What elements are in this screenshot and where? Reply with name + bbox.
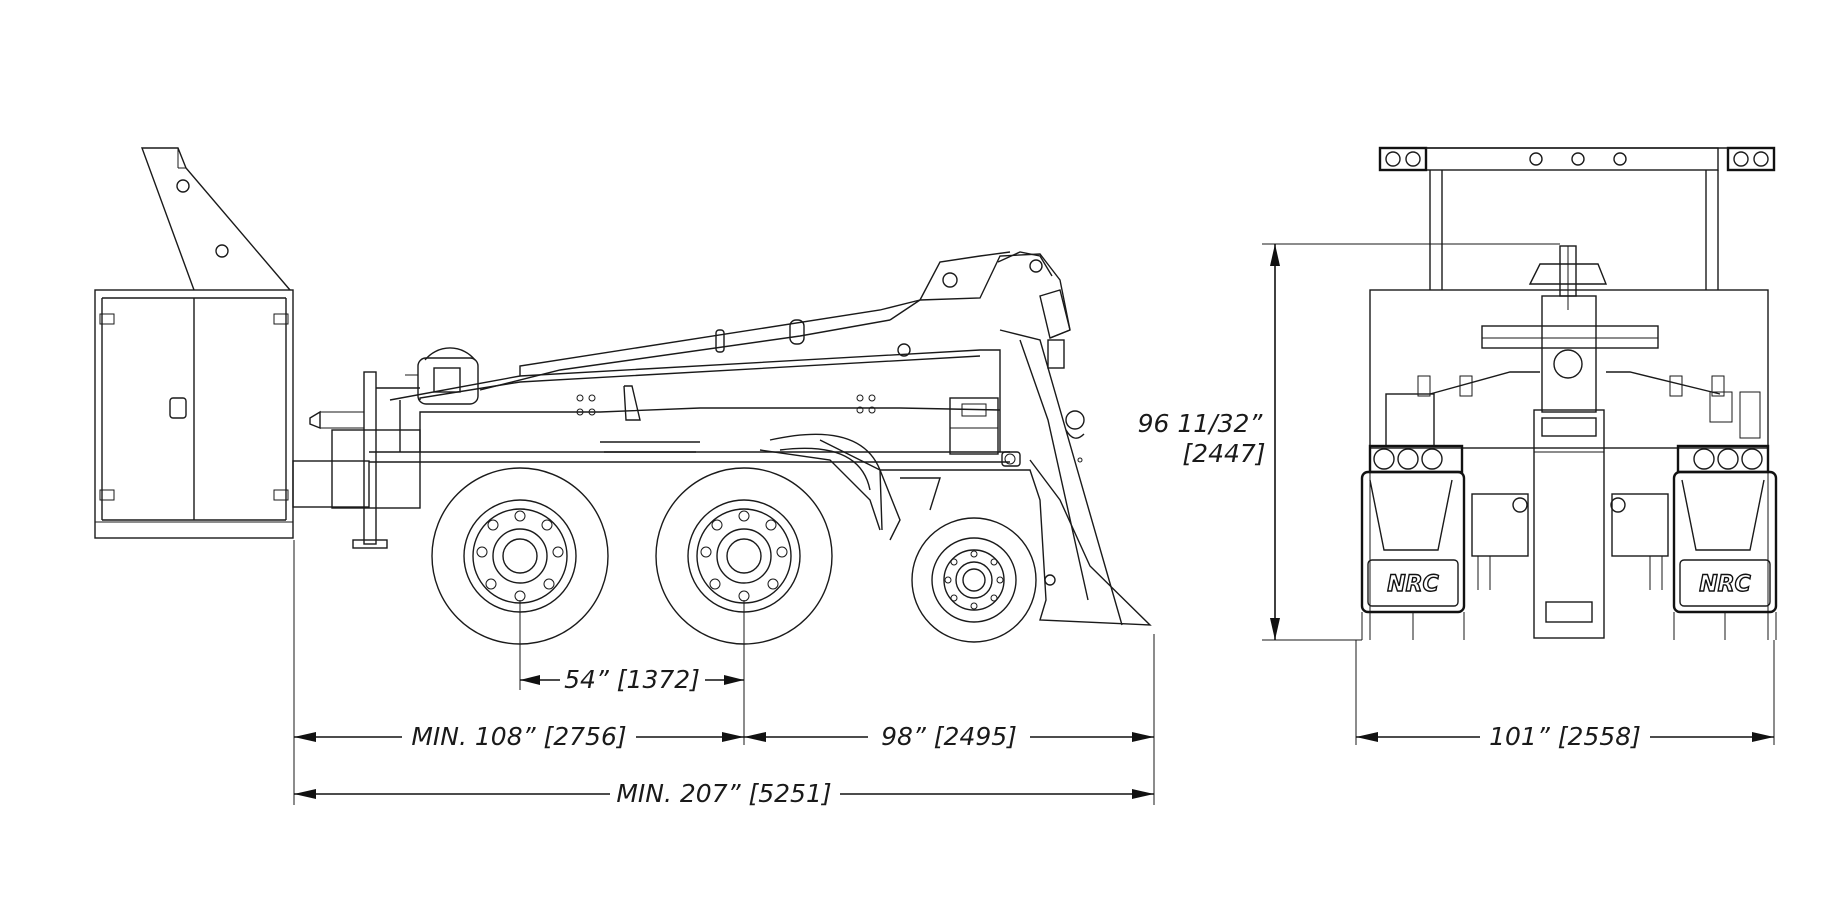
control-box [949,397,1021,467]
wrecker-arm [889,251,1123,626]
rear-dimensions: 96 11/32” [2447] 101” [2558] [1138,243,1775,751]
boom-head [1481,245,1659,639]
rear-side-components [1385,371,1761,590]
stiff-leg [309,371,420,549]
boom-body [389,299,1001,453]
left-mudflap-logo: NRC [1387,572,1439,597]
height-label-line2: [2447] [1182,439,1265,468]
right-mudflap: NRC [1672,470,1778,640]
side-dimensions: 54” [1372] MIN. 108” [2756] 98” [2495] M… [293,540,1155,808]
toolbox [94,289,294,539]
axle-spacing-label: 54” [1372] [564,665,700,694]
headache-rack [140,147,291,291]
tail-lights [1368,444,1770,474]
underlift [759,439,1152,626]
left-mudflap: NRC [1360,470,1466,640]
side-view: 54” [1372] MIN. 108” [2756] 98” [2495] M… [94,147,1155,808]
front-to-axle-label: MIN. 108” [2756] [411,722,626,751]
rear-view: NRC NRC 96 11/32” [2447] [1138,146,1778,751]
right-mudflap-logo: NRC [1699,572,1751,597]
fender [769,433,883,531]
width-label: 101” [2558] [1489,722,1641,751]
lift-wheel [911,517,1037,643]
height-label-line1: 96 11/32” [1138,409,1264,438]
axle-to-rear-label: 98” [2495] [881,722,1017,751]
overall-length-label: MIN. 207” [5251] [616,779,831,808]
light-bar [1378,146,1776,290]
